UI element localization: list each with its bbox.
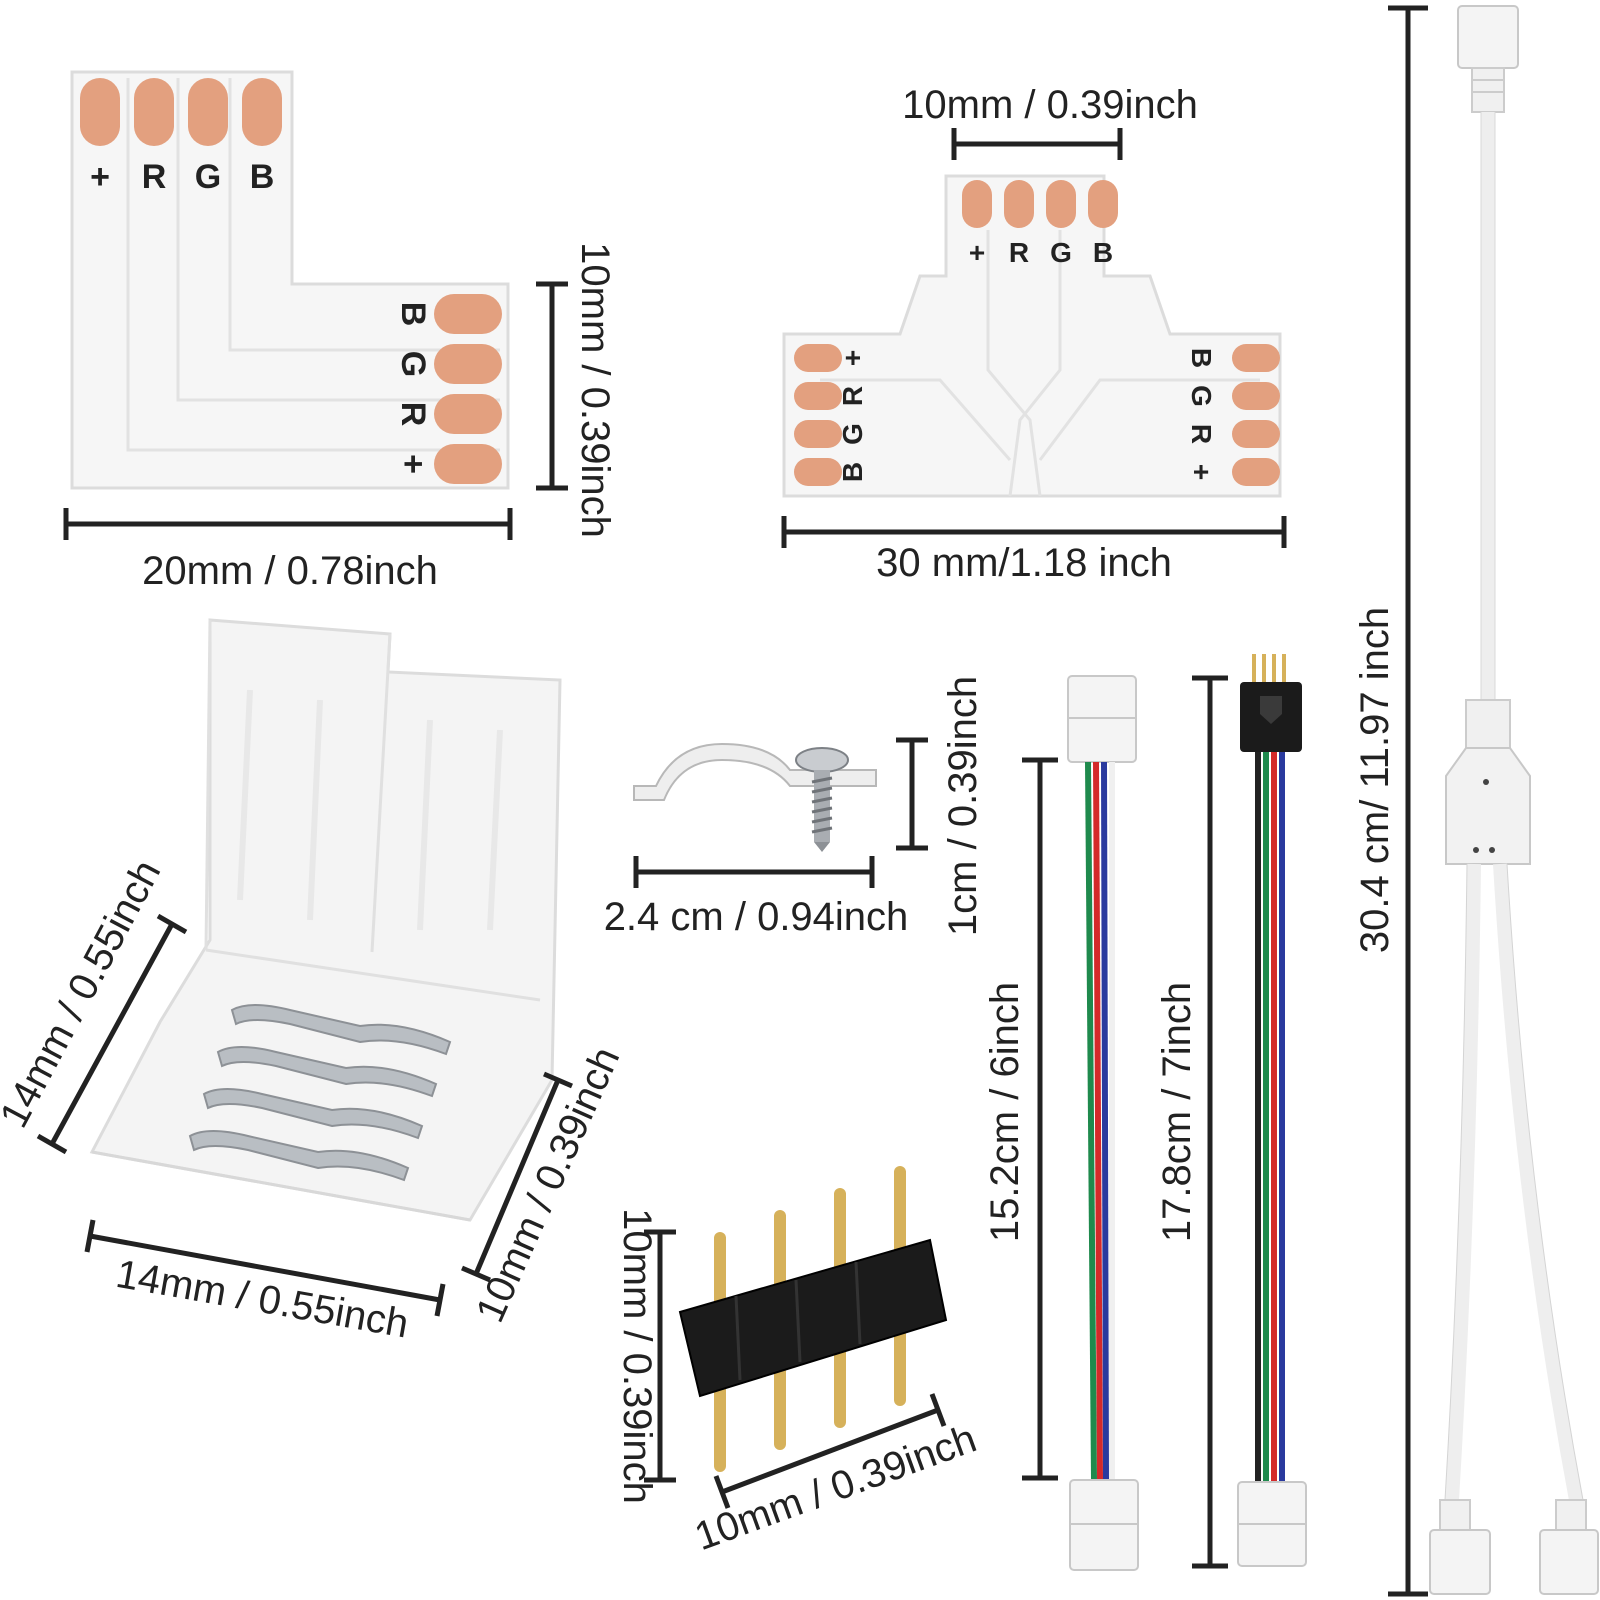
short-cable-wires (1085, 761, 1115, 1481)
t-pin-label-g-right: G (1186, 385, 1217, 407)
t-pin-label-r-right: R (1186, 424, 1217, 444)
t-connector-board: + R G B + R G B B G R + (782, 174, 1282, 498)
t-pin-label-plus-right: + (1186, 464, 1217, 480)
clip-connector-bottom-dimension: 14mm / 0.55inch (84, 1219, 446, 1347)
l-connector-board: + R G B B G R + (70, 70, 510, 490)
l-connector-height-dimension: 10mm / 0.39inch (536, 242, 617, 538)
t-pin-label-r: R (1009, 237, 1029, 268)
mount-clip-width-label: 2.4 cm / 0.94inch (604, 895, 909, 939)
l-pin-label-plus-side: + (394, 454, 432, 474)
t-pin-label-g: G (1050, 237, 1072, 268)
t-connector-top-dimension: 10mm / 0.39inch (902, 83, 1198, 160)
short-cable-label: 15.2cm / 6inch (983, 982, 1027, 1242)
l-pin-label-g-side: G (394, 351, 432, 377)
t-connector-top-label: 10mm / 0.39inch (902, 83, 1198, 127)
l-connector-height-label: 10mm / 0.39inch (573, 242, 617, 538)
t-pin-label-g-left: G (837, 423, 868, 445)
pin-header (678, 1166, 948, 1472)
l-pin-label-r-side: R (394, 402, 432, 427)
l-pin-label-plus: + (90, 158, 110, 196)
mounting-clip (633, 742, 877, 852)
t-connector-pads-right (1232, 344, 1280, 486)
y-splitter (1429, 5, 1599, 1595)
t-pin-label-plus: + (969, 237, 985, 268)
clip-connector (89, 618, 562, 1222)
t-connector-pads-left (794, 344, 842, 486)
short-cable-dimension: 15.2cm / 6inch (983, 757, 1058, 1481)
l-connector-pads-right (434, 294, 502, 484)
long-cable-dimension: 17.8cm / 7inch (1155, 675, 1228, 1569)
short-cable (1067, 675, 1139, 1571)
screw (795, 747, 849, 852)
long-cable-wires (1255, 752, 1285, 1482)
pin-header-height-label: 10mm / 0.39inch (615, 1208, 659, 1504)
t-pin-label-b-left: B (837, 462, 868, 482)
l-connector-pads-top (80, 78, 282, 146)
clip-contact-strips (188, 1004, 452, 1182)
t-connector-pads-top (962, 180, 1118, 228)
l-pin-label-r: R (142, 158, 167, 196)
l-pin-label-g: G (195, 158, 221, 196)
pin-header-height-dimension: 10mm / 0.39inch (615, 1208, 676, 1504)
mount-clip-height-label: 1cm / 0.39inch (941, 676, 985, 936)
t-pin-label-b: B (1093, 237, 1113, 268)
long-cable-label: 17.8cm / 7inch (1155, 982, 1199, 1242)
l-connector-width-label: 20mm / 0.78inch (142, 549, 438, 593)
l-pin-label-b: B (250, 158, 275, 196)
t-connector-width-label: 30 mm/1.18 inch (876, 541, 1172, 585)
t-pin-label-r-left: R (837, 386, 868, 406)
mount-clip-height-dimension: 1cm / 0.39inch (896, 676, 985, 936)
mount-clip-width-dimension: 2.4 cm / 0.94inch (604, 856, 909, 939)
t-pin-label-plus-left: + (837, 350, 868, 366)
l-connector-width-dimension: 20mm / 0.78inch (63, 508, 513, 593)
splitter-length-label: 30.4 cm/ 11.97 inch (1353, 607, 1397, 953)
long-cable (1237, 654, 1307, 1567)
splitter-dimension: 30.4 cm/ 11.97 inch (1353, 5, 1428, 1597)
l-pin-label-b-side: B (394, 302, 432, 327)
t-pin-label-b-right: B (1186, 348, 1217, 368)
t-connector-width-dimension: 30 mm/1.18 inch (781, 516, 1287, 585)
